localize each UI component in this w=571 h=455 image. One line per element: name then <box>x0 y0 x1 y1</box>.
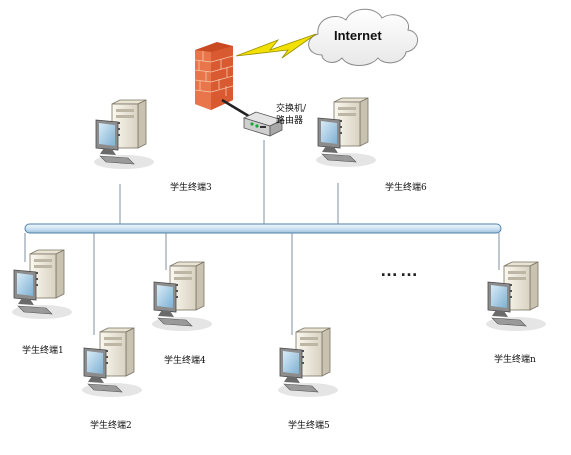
router-icon <box>242 111 284 137</box>
internet-cloud <box>308 8 418 66</box>
terminal-label-t2: 学生终端2 <box>90 421 132 431</box>
pc-icon-tn <box>485 261 547 332</box>
firewall-icon <box>194 42 234 110</box>
lightning-icon <box>235 33 317 59</box>
router-label-line1: 交换机/ <box>276 104 307 114</box>
pc-icon-t2 <box>81 327 143 398</box>
terminal-label-t3: 学生终端3 <box>170 183 212 193</box>
pc-icon-t4 <box>151 261 213 332</box>
terminal-label-t1: 学生终端1 <box>22 346 64 356</box>
pc-icon-t6 <box>315 97 377 168</box>
firewall-cable <box>221 98 253 120</box>
terminal-label-t4: 学生终端4 <box>164 356 206 366</box>
network-bus <box>24 223 502 234</box>
more-terminals-ellipsis: …… <box>380 260 420 280</box>
router-label-line2: 路由器 <box>276 116 304 126</box>
drop-lines <box>24 140 500 335</box>
terminal-label-t6: 学生终端6 <box>385 183 427 193</box>
pc-icon-t3 <box>93 99 155 170</box>
pc-icon-t1 <box>11 249 73 320</box>
pc-icon-t5 <box>277 327 339 398</box>
internet-label: Internet <box>334 28 382 43</box>
terminal-label-tn: 学生终端n <box>494 355 536 365</box>
terminal-label-t5: 学生终端5 <box>288 421 330 431</box>
